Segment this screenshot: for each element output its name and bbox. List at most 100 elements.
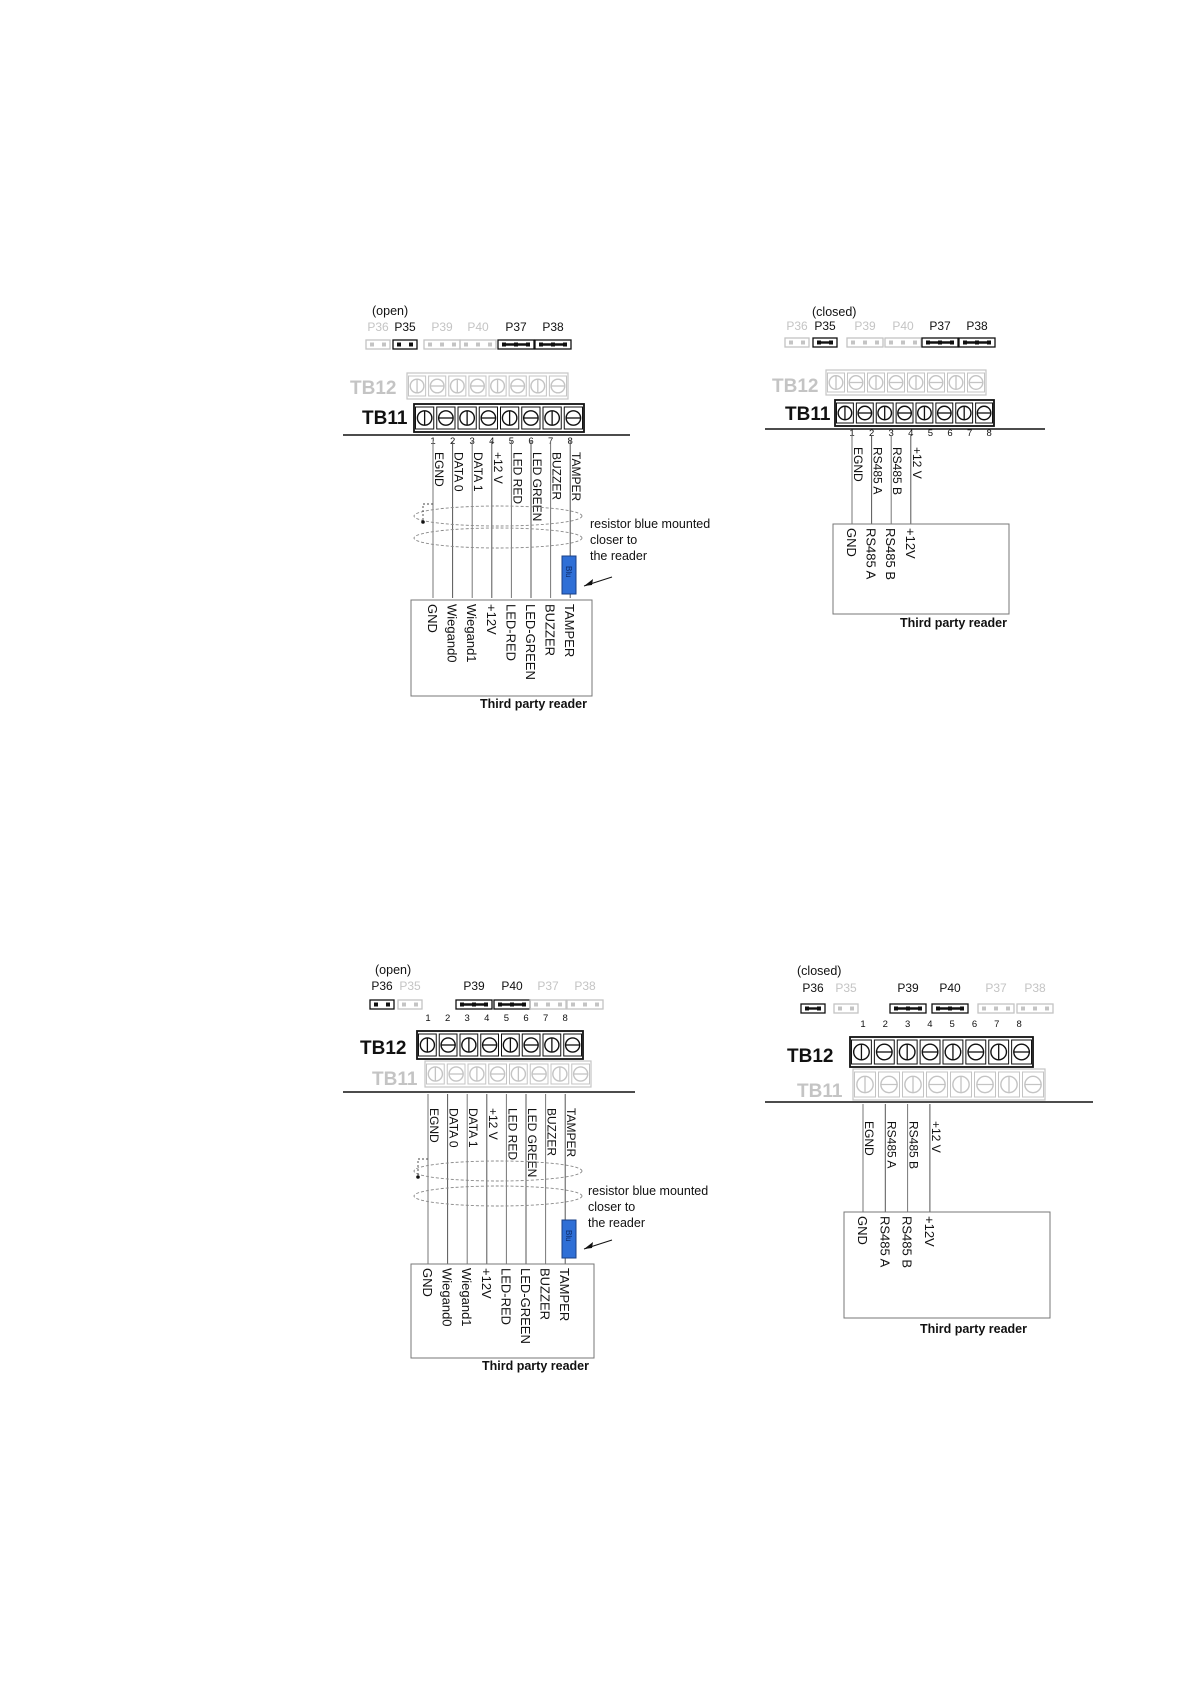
drain-dot xyxy=(421,520,425,524)
terminal-number: 8 xyxy=(1016,1019,1021,1030)
terminal-cell xyxy=(459,1033,479,1057)
terminal-cell xyxy=(967,372,985,393)
jumper-label: P38 xyxy=(1024,981,1046,995)
jumper-label: P40 xyxy=(892,319,914,333)
jumper-pin xyxy=(583,1002,587,1007)
wire-label: LED RED xyxy=(505,1108,519,1160)
terminal-cell xyxy=(926,1071,948,1098)
jumper-header xyxy=(455,999,493,1010)
wire-label: +12 V xyxy=(929,1121,943,1153)
terminal-cell xyxy=(902,1071,924,1098)
terminal-cell xyxy=(500,406,520,430)
jumper-header xyxy=(784,337,810,348)
jumper-header xyxy=(889,1003,927,1014)
jumper-label: P38 xyxy=(966,319,988,333)
jumper-pin xyxy=(546,1002,550,1007)
terminal-cell xyxy=(563,1033,582,1057)
jumper-label: P35 xyxy=(814,319,836,333)
terminal-cell xyxy=(827,372,845,393)
terminal-cell xyxy=(836,402,854,424)
resistor-note: the reader xyxy=(588,1216,645,1230)
terminal-cell xyxy=(895,402,914,424)
jumper-header xyxy=(812,337,838,348)
reader-terminal-label: LED-GREEN xyxy=(523,604,538,680)
terminal-cell xyxy=(488,375,507,397)
reader-terminal-label: BUZZER xyxy=(543,604,558,656)
jumper-pin xyxy=(801,340,805,345)
terminal-cell xyxy=(907,372,925,393)
terminal-cell xyxy=(867,372,885,393)
jumper-pin xyxy=(476,342,480,347)
jumper-header xyxy=(958,337,996,348)
jumper-label: P39 xyxy=(463,979,485,993)
terminal-number: 6 xyxy=(523,1013,528,1024)
terminal-number: 7 xyxy=(967,428,972,439)
terminal-cell xyxy=(521,406,541,430)
terminal-number: 7 xyxy=(543,1013,548,1024)
jumper-state: (closed) xyxy=(812,305,856,319)
jumper-label: P40 xyxy=(467,320,489,334)
jumper-label: P38 xyxy=(574,979,596,993)
front-board-label: TB12 xyxy=(360,1038,406,1059)
jumper-pin xyxy=(889,340,893,345)
terminal-cell xyxy=(1022,1071,1044,1098)
jumper-label: P35 xyxy=(399,979,421,993)
jumper-label: P38 xyxy=(542,320,564,334)
terminal-number: 6 xyxy=(947,428,952,439)
jumper-pin xyxy=(402,1002,406,1007)
terminal-number: 5 xyxy=(950,1019,955,1030)
terminal-cell xyxy=(542,1033,562,1057)
wire-label: RS485 B xyxy=(890,447,904,495)
terminal-cell xyxy=(478,406,498,430)
cable-shield xyxy=(413,527,583,549)
jumper-label: P39 xyxy=(431,320,453,334)
terminal-cell xyxy=(563,406,583,430)
front-board-label: TB11 xyxy=(785,404,831,425)
terminal-number: 6 xyxy=(972,1019,977,1030)
terminal-cell xyxy=(542,406,562,430)
terminal-cell xyxy=(438,1033,458,1057)
resistor-icon xyxy=(561,555,577,595)
terminal-cell xyxy=(950,1071,972,1098)
jumper-header xyxy=(931,1003,969,1014)
reader-terminal-label: GND xyxy=(420,1268,435,1297)
terminal-number: 5 xyxy=(504,1013,509,1024)
jumper-header xyxy=(800,1003,826,1014)
terminal-cell xyxy=(508,375,527,397)
jumper-pin xyxy=(1033,1006,1037,1011)
terminal-cell xyxy=(415,406,435,430)
terminal-cell xyxy=(896,1039,918,1065)
reader-terminal-label: BUZZER xyxy=(538,1268,553,1320)
terminal-number: 1 xyxy=(860,1019,865,1030)
terminal-cell xyxy=(446,1063,466,1085)
jumper-pin xyxy=(863,340,867,345)
jumper-label: P37 xyxy=(929,319,951,333)
jumper-pin xyxy=(452,342,456,347)
drain-wire xyxy=(422,503,433,522)
wire-label: TAMPER xyxy=(569,452,583,501)
wire-label: DATA 1 xyxy=(471,452,485,492)
terminal-number: 1 xyxy=(849,428,854,439)
reader-terminal-label: GND xyxy=(425,604,440,633)
terminal-number: 4 xyxy=(484,1013,489,1024)
jumper-pin xyxy=(571,1002,575,1007)
jumper-header xyxy=(392,339,418,350)
jumper-header xyxy=(365,339,391,350)
wire-label: +12 V xyxy=(910,447,924,479)
jumper-pin xyxy=(534,1002,538,1007)
terminal-number: 1 xyxy=(425,1013,430,1024)
terminal-cell xyxy=(873,1039,895,1065)
front-board-label: TB11 xyxy=(362,408,408,429)
jumper-header xyxy=(1016,1003,1054,1014)
terminal-cell xyxy=(509,1063,528,1085)
jumper-pin xyxy=(464,342,468,347)
terminal-cell xyxy=(480,1033,499,1057)
wire-label: RS485 B xyxy=(907,1121,921,1169)
resistor-note: closer to xyxy=(588,1200,635,1214)
resistor-icon xyxy=(561,1219,577,1259)
jumper-label: P37 xyxy=(537,979,559,993)
